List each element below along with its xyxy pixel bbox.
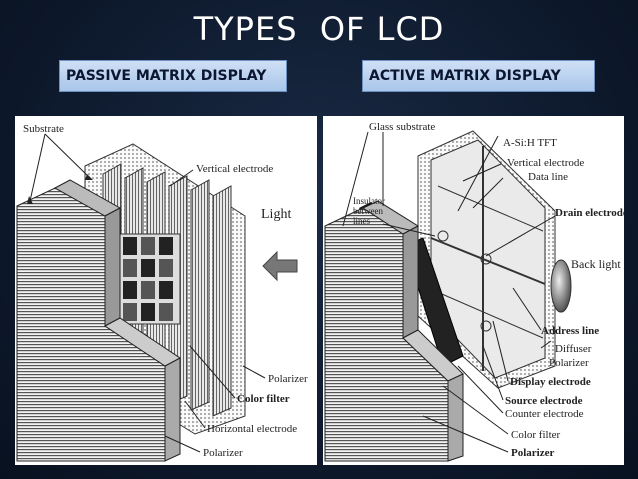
polarizer-right-label: Polarizer [549,357,589,369]
vertical-electrode-label: Vertical electrode [196,163,273,175]
color-filter-label: Color filter [511,429,561,441]
active-leader-lines [342,131,556,453]
passive-matrix-heading: PASSIVE MATRIX DISPLAY [59,60,287,92]
front-substrate [16,179,181,462]
passive-matrix-diagram: Substrate Vertical electrode Light Polar… [15,116,317,465]
horizontal-electrode-label: Horizontal electrode [207,423,297,435]
page-title: TYPES OF LCD [193,10,445,48]
back-light-label: Back light [571,257,621,271]
substrate-label: Substrate [23,123,64,135]
insulator-label-2: between [353,206,383,216]
insulator-label-3: lines [353,216,370,226]
glass-substrate-label: Glass substrate [369,121,435,133]
vertical-electrode-label: Vertical electrode [507,157,584,169]
active-matrix-illustration: Glass substrate A-Si:H TFT Vertical elec… [324,121,624,462]
polarizer-bottom-label: Polarizer [203,447,243,459]
display-electrode-label: Display electrode [510,376,591,388]
insulator-label-1: Insulator [353,196,385,206]
polarizer-right-label: Polarizer [268,373,308,385]
data-line-label: Data line [528,171,568,183]
passive-leader-lines [29,133,266,453]
color-filter-grid [119,233,181,325]
passive-matrix-illustration: Substrate Vertical electrode Light Polar… [16,123,308,462]
drain-electrode-label: Drain electrode [555,207,624,219]
diffuser-label: Diffuser [555,343,592,355]
color-filter-label: Color filter [237,393,290,405]
counter-electrode-label: Counter electrode [505,408,584,420]
active-matrix-diagram: Glass substrate A-Si:H TFT Vertical elec… [323,116,624,465]
back-light-icon [550,259,572,313]
light-arrow-icon [262,250,298,282]
active-matrix-heading: ACTIVE MATRIX DISPLAY [362,60,595,92]
light-label: Light [261,207,291,222]
polarizer-bottom-label: Polarizer [511,447,554,459]
source-electrode-label: Source electrode [505,395,583,407]
address-line-label: Address line [541,325,599,337]
front-glass-block [324,200,464,462]
tft-label: A-Si:H TFT [503,137,557,149]
